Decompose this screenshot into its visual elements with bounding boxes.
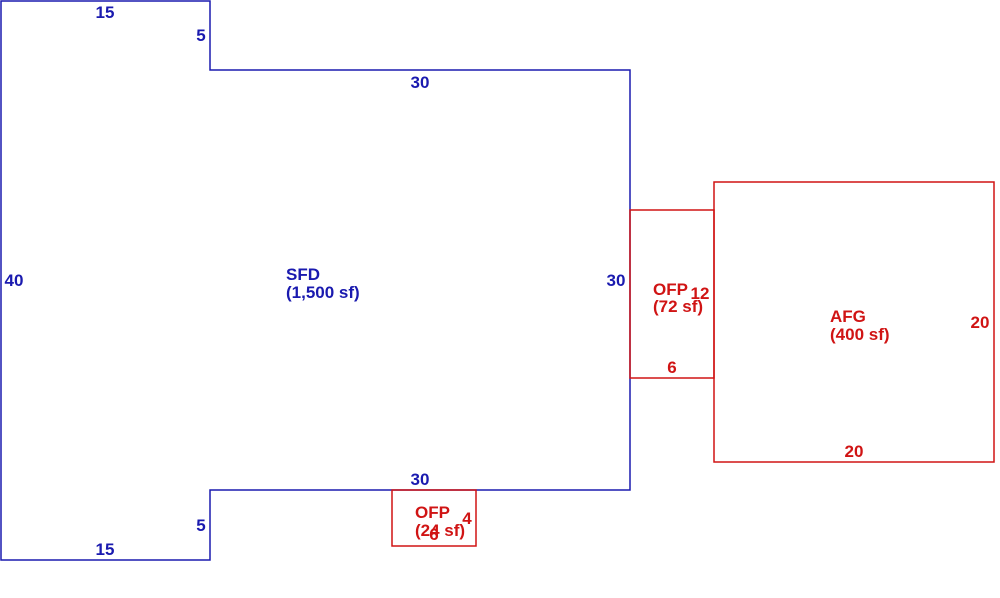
sfd-dim-top-main: 30 bbox=[411, 73, 430, 92]
afg-dim-height: 20 bbox=[971, 313, 990, 332]
sfd-outline bbox=[0, 0, 631, 561]
sfd-area-label: (1,500 sf) bbox=[286, 283, 360, 302]
ofp-front-label: OFP bbox=[415, 503, 450, 522]
ofp-front-outline bbox=[391, 489, 477, 547]
ofp-front-dim-height: 4 bbox=[462, 509, 472, 528]
sfd-dim-top-left: 15 bbox=[96, 3, 115, 22]
afg-outline bbox=[713, 181, 995, 463]
sfd-dim-bottom-main: 30 bbox=[411, 470, 430, 489]
afg-dim-width: 20 bbox=[845, 442, 864, 461]
sfd-dim-notch-bottom: 5 bbox=[196, 516, 205, 535]
sfd-dim-right: 30 bbox=[607, 271, 626, 290]
sfd-dim-notch-top: 5 bbox=[196, 26, 205, 45]
ofp-side-dim-height: 12 bbox=[691, 284, 710, 303]
afg-area-label: (400 sf) bbox=[830, 325, 890, 344]
sfd-dim-bottom-left: 15 bbox=[96, 540, 115, 559]
sfd-label: SFD bbox=[286, 265, 320, 284]
ofp-side-label: OFP bbox=[653, 280, 688, 299]
sfd-dim-left: 40 bbox=[5, 271, 24, 290]
ofp-side-dim-width: 6 bbox=[667, 358, 676, 377]
ofp-side-area-label: (72 sf) bbox=[653, 297, 703, 316]
afg-label: AFG bbox=[830, 307, 866, 326]
ofp-front-area-label: (24 sf) bbox=[415, 521, 465, 540]
ofp-front-dim-width: 6 bbox=[429, 525, 438, 544]
